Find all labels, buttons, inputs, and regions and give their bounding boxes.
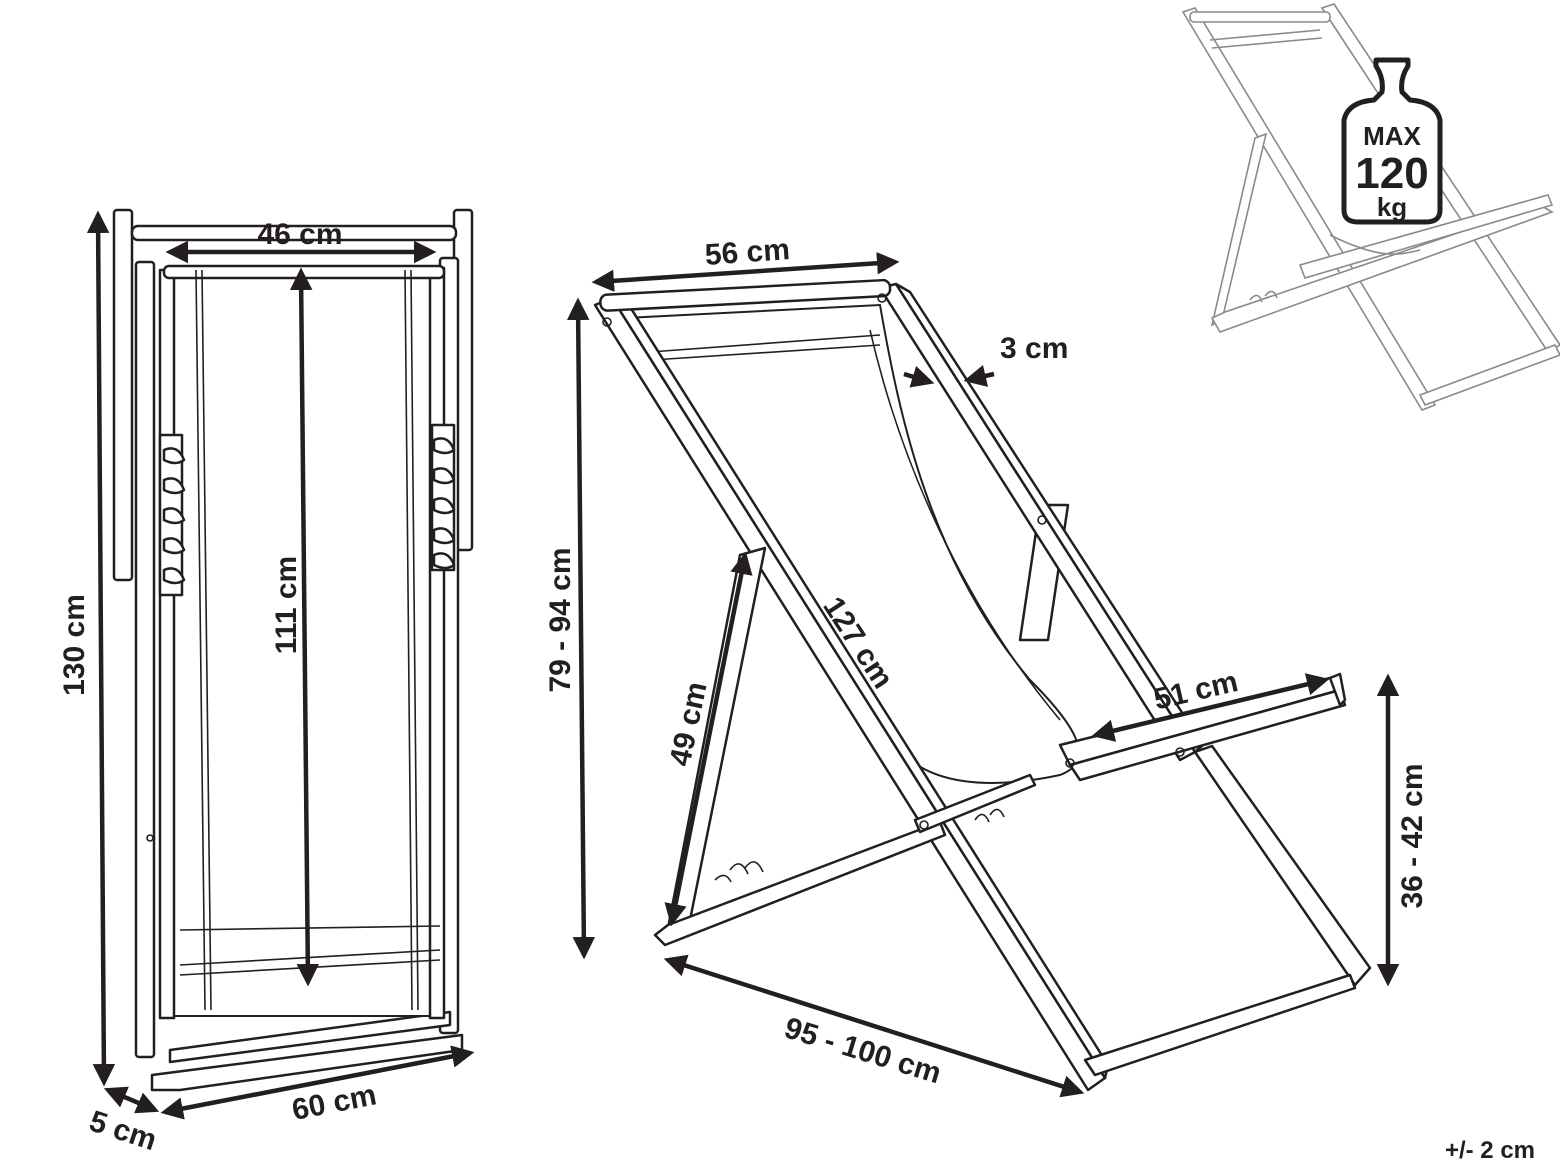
right-notch-bracket [430,423,456,572]
dim-label-5: 5 cm [85,1105,160,1158]
dim-label-79-94: 79 - 94 cm [544,547,577,692]
dim-arrow-5 [103,1086,160,1114]
dim-label-56: 56 cm [704,233,791,272]
load-badge-unit: kg [1377,192,1407,222]
left-notch-bracket [158,433,186,597]
open-chair-drawing [593,278,1372,1092]
dim-label-111: 111 cm [270,556,303,654]
dim-arrow-130 [86,210,116,1087]
dim-label-46: 46 cm [257,218,342,251]
dim-arrow-60 [160,1045,475,1120]
dim-label-36-42: 36 - 42 cm [1396,763,1429,908]
dim-arrow-3-left [903,365,935,388]
max-load-weight-icon: MAX 120 kg [1341,57,1443,225]
dim-arrow-79-94 [566,297,596,960]
dim-arrow-95-100 [663,954,1085,1098]
load-badge-value: 120 [1355,149,1428,198]
dim-label-3: 3 cm [1000,332,1068,365]
dim-arrow-56 [591,251,900,293]
load-badge-max: MAX [1363,121,1421,151]
dim-arrow-49 [664,551,753,927]
tolerance-note: +/- 2 cm [1445,1137,1535,1164]
dim-arrow-111 [289,267,320,987]
dim-label-130: 130 cm [58,594,91,696]
dim-arrow-3-right [963,364,995,387]
dim-arrow-51 [1091,673,1330,742]
